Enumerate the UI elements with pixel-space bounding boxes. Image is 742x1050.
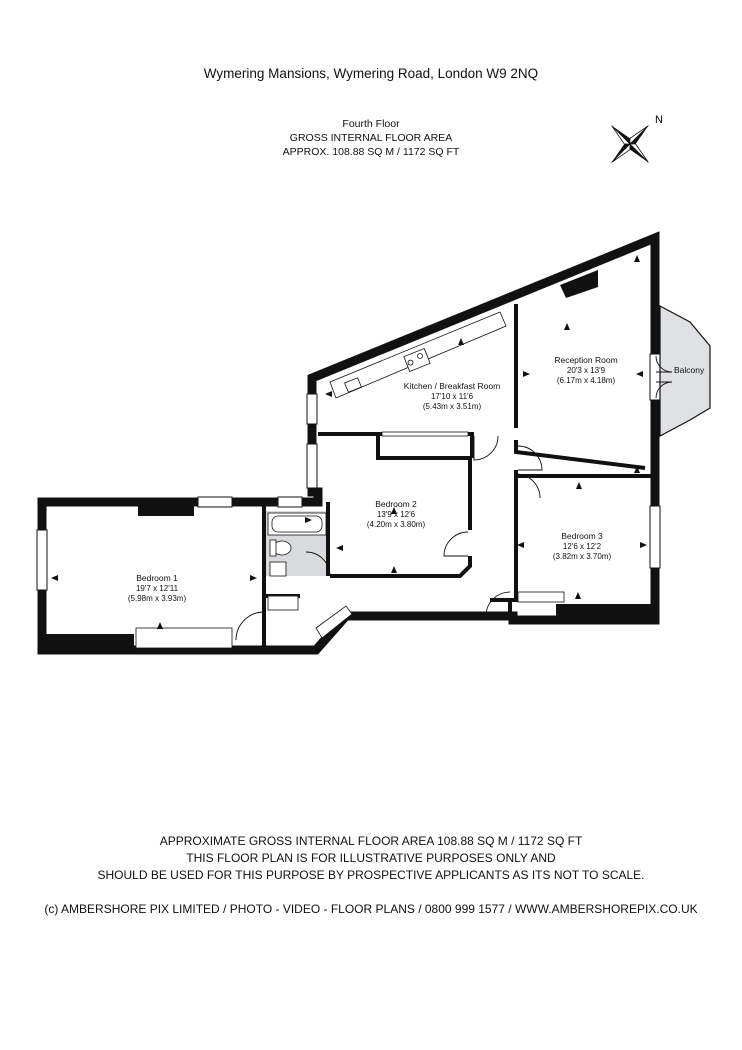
room-name: Bedroom 3: [561, 531, 603, 541]
disclaimer-line: APPROXIMATE GROSS INTERNAL FLOOR AREA 10…: [159, 834, 583, 848]
floor-name: Fourth Floor: [342, 118, 400, 130]
room-size-metric: (6.17m x 4.18m): [556, 376, 616, 385]
disclaimer-line: THIS FLOOR PLAN IS FOR ILLUSTRATIVE PURP…: [186, 851, 556, 865]
room-size-metric: (4.20m x 3.80m): [366, 520, 426, 529]
gross-area-value: APPROX. 108.88 SQ M / 1172 SQ FT: [282, 146, 460, 158]
room-label-bedroom-3: Bedroom 3 12'6 x 12'2 (3.82m x 3.70m): [553, 531, 611, 563]
room-size-imperial: 12'6 x 12'2: [562, 541, 602, 551]
radiator-markers: [51, 255, 647, 629]
room-label-reception: Reception Room 20'3 x 13'9 (6.17m x 4.18…: [554, 355, 617, 387]
gross-area-label: GROSS INTERNAL FLOOR AREA: [289, 132, 453, 144]
room-size-imperial: 13'9 x 12'6: [376, 509, 416, 519]
room-size-metric: (3.82m x 3.70m): [552, 552, 612, 561]
room-size-imperial: 17'10 x 11'6: [430, 391, 474, 401]
room-name: Bedroom 1: [136, 573, 178, 583]
disclaimer: APPROXIMATE GROSS INTERNAL FLOOR AREA 10…: [0, 833, 742, 884]
room-size-metric: (5.43m x 3.51m): [422, 402, 482, 411]
room-name: Reception Room: [554, 355, 618, 365]
fittings: [135, 591, 565, 649]
kitchen-counters: [329, 311, 507, 437]
disclaimer-line: SHOULD BE USED FOR THIS PURPOSE BY PROSP…: [97, 868, 645, 882]
compass-rose-icon: N: [611, 114, 663, 163]
room-label-bedroom-1: Bedroom 1 19'7 x 12'11 (5.98m x 3.93m): [128, 573, 186, 605]
room-label-balcony: Balcony: [674, 365, 705, 375]
bathroom-fixtures: [267, 512, 327, 577]
room-size-metric: (5.98m x 3.93m): [127, 594, 187, 603]
room-name: Bedroom 2: [375, 499, 417, 509]
chimney-breasts: [42, 270, 656, 652]
windows: [36, 353, 661, 591]
doors: [235, 355, 673, 641]
balcony-area: [659, 305, 711, 437]
room-name: Kitchen / Breakfast Room: [403, 381, 501, 391]
room-size-imperial: 19'7 x 12'11: [135, 583, 179, 593]
room-size-imperial: 20'3 x 13'9: [566, 365, 606, 375]
compass-north-label: N: [655, 114, 663, 126]
room-label-bedroom-2: Bedroom 2 13'9 x 12'6 (4.20m x 3.80m): [367, 499, 425, 531]
copyright-footer: (c) AMBERSHORE PIX LIMITED / PHOTO - VID…: [44, 902, 698, 916]
room-label-kitchen: Kitchen / Breakfast Room 17'10 x 11'6 (5…: [404, 381, 500, 413]
property-address-title: Wymering Mansions, Wymering Road, London…: [203, 66, 539, 81]
floor-area-header: Fourth Floor GROSS INTERNAL FLOOR AREA A…: [200, 117, 542, 159]
